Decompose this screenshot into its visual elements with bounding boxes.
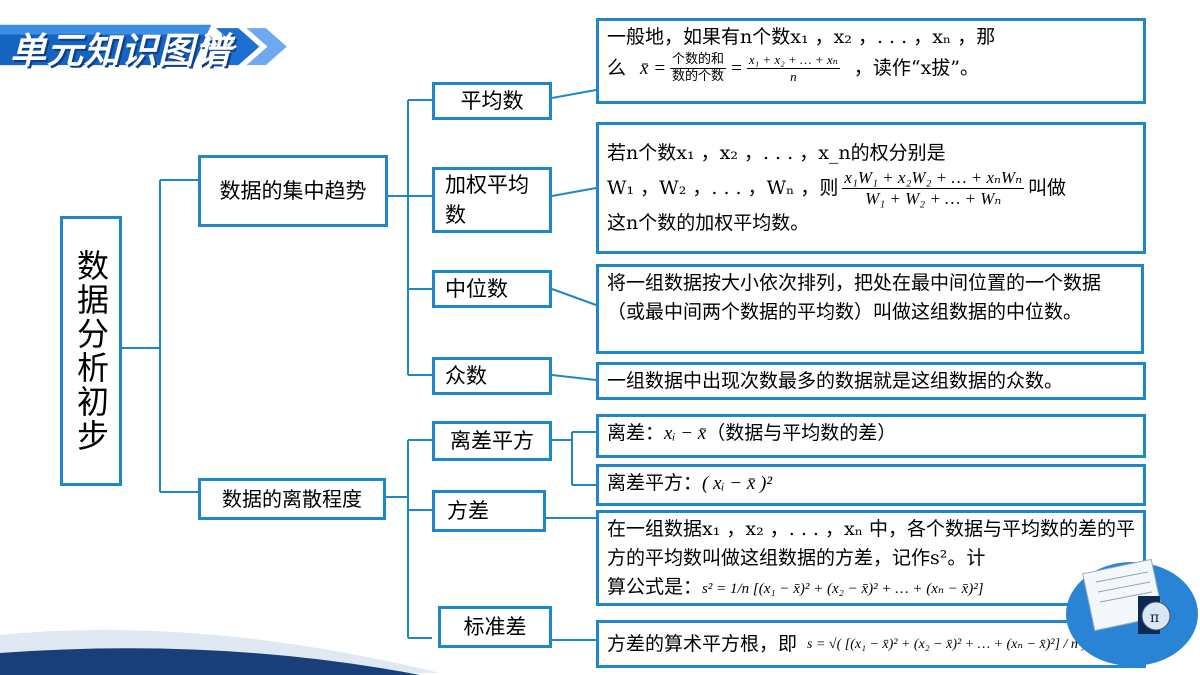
topic-weighted-mean: 加权平均数 bbox=[432, 167, 552, 233]
topic-variance: 方差 bbox=[432, 490, 546, 532]
detail-weighted-mean: 若n个数x₁ ，x₂ ，. . . ，x_n的权分别是 W₁ ，W₂ ，. . … bbox=[596, 122, 1146, 254]
topic-median: 中位数 bbox=[432, 270, 552, 308]
math-illustration: π bbox=[1066, 558, 1198, 666]
detail-deviation: 离差：xᵢ − x̄（数据与平均数的差） bbox=[596, 414, 1146, 458]
group-central-tendency: 数据的集中趋势 bbox=[198, 155, 388, 227]
detail-median: 将一组数据按大小依次排列，把处在最中间位置的一个数据（或最中间两个数据的平均数）… bbox=[596, 264, 1144, 354]
detail-mode: 一组数据中出现次数最多的数据就是这组数据的众数。 bbox=[596, 362, 1146, 400]
topic-standard-deviation: 标准差 bbox=[438, 606, 552, 648]
detail-mean: 一般地，如果有n个数x₁ ，x₂ ，. . . ，xₙ ，那 么 x̄ = 个数… bbox=[596, 18, 1146, 104]
header-banner bbox=[0, 24, 287, 66]
page-title: 单元知识图谱 bbox=[10, 31, 233, 72]
bottom-wave-decoration bbox=[0, 629, 440, 675]
topic-mode: 众数 bbox=[432, 357, 552, 395]
group-dispersion: 数据的离散程度 bbox=[198, 478, 386, 520]
detail-standard-deviation: 方差的算术平方根，即 s = √( [(x₁ − x̄)² + (x₂ − x̄… bbox=[596, 620, 1146, 668]
topic-deviation-squared: 离差平方 bbox=[432, 421, 552, 461]
detail-deviation-squared: 离差平方：( xᵢ − x̄ )² bbox=[596, 464, 1146, 506]
topic-mean: 平均数 bbox=[432, 82, 552, 120]
svg-text:π: π bbox=[1150, 610, 1159, 626]
root-node: 数据分析初步 bbox=[60, 216, 122, 486]
detail-variance: 在一组数据x₁ ，x₂ ，. . . ，xₙ 中，各个数据与平均数的差的平方的平… bbox=[596, 510, 1146, 606]
